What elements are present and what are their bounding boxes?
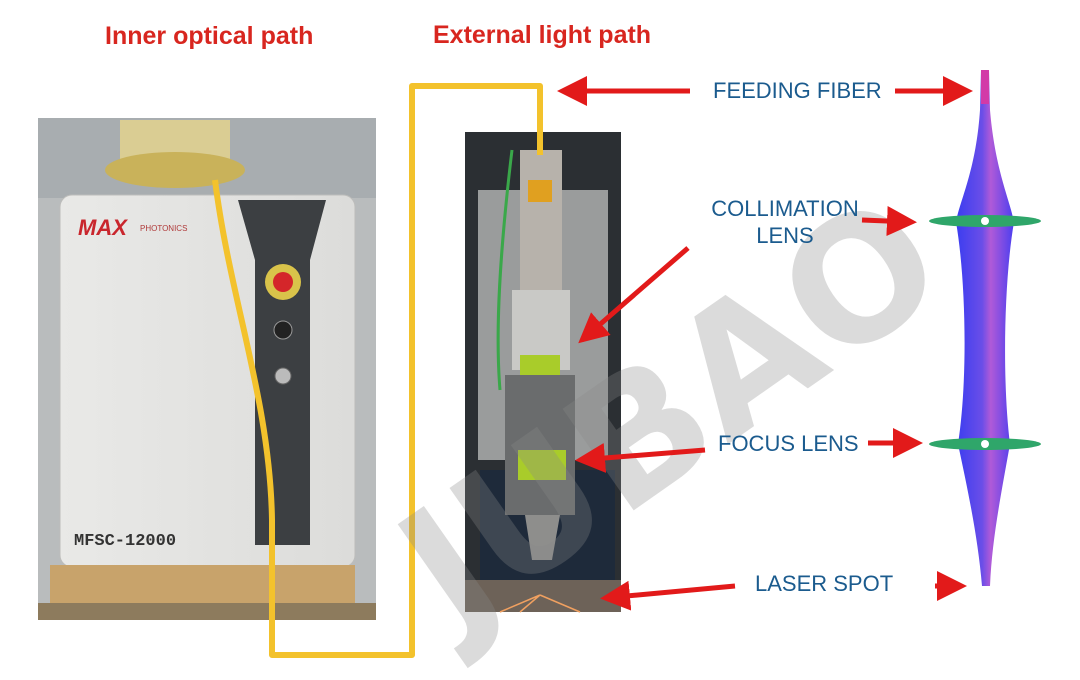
fiber-cable bbox=[212, 83, 543, 658]
brand-logo: MAX bbox=[78, 215, 128, 240]
arrow-laser-spot-photo bbox=[600, 580, 736, 611]
brand-sub: PHOTONICS bbox=[140, 224, 187, 233]
focus-lens-center bbox=[981, 440, 989, 448]
arrow-collimation-beam bbox=[861, 206, 917, 236]
label-laser-spot: LASER SPOT bbox=[755, 571, 894, 596]
cutting-head-photo bbox=[465, 132, 621, 613]
label-focus-lens: FOCUS LENS bbox=[718, 431, 859, 456]
label-collimation-line1: COLLIMATION bbox=[711, 196, 859, 221]
label-collimation-line2: LENS bbox=[756, 223, 814, 248]
arrow-focus-photo bbox=[575, 443, 706, 473]
model-label: MFSC-12000 bbox=[74, 532, 176, 551]
pointer-arrows bbox=[557, 76, 973, 611]
collimation-lens-center bbox=[981, 217, 989, 225]
external-light-path-title: External light path bbox=[433, 21, 652, 49]
label-feeding-fiber: FEEDING FIBER bbox=[713, 78, 882, 103]
arrow-collimation-photo bbox=[578, 246, 690, 344]
laser-source-photo bbox=[38, 118, 376, 620]
beam-profile bbox=[956, 70, 1014, 586]
label-collimation-lens: COLLIMATION LENS bbox=[706, 195, 864, 249]
inner-optical-path-title: Inner optical path bbox=[105, 22, 314, 50]
